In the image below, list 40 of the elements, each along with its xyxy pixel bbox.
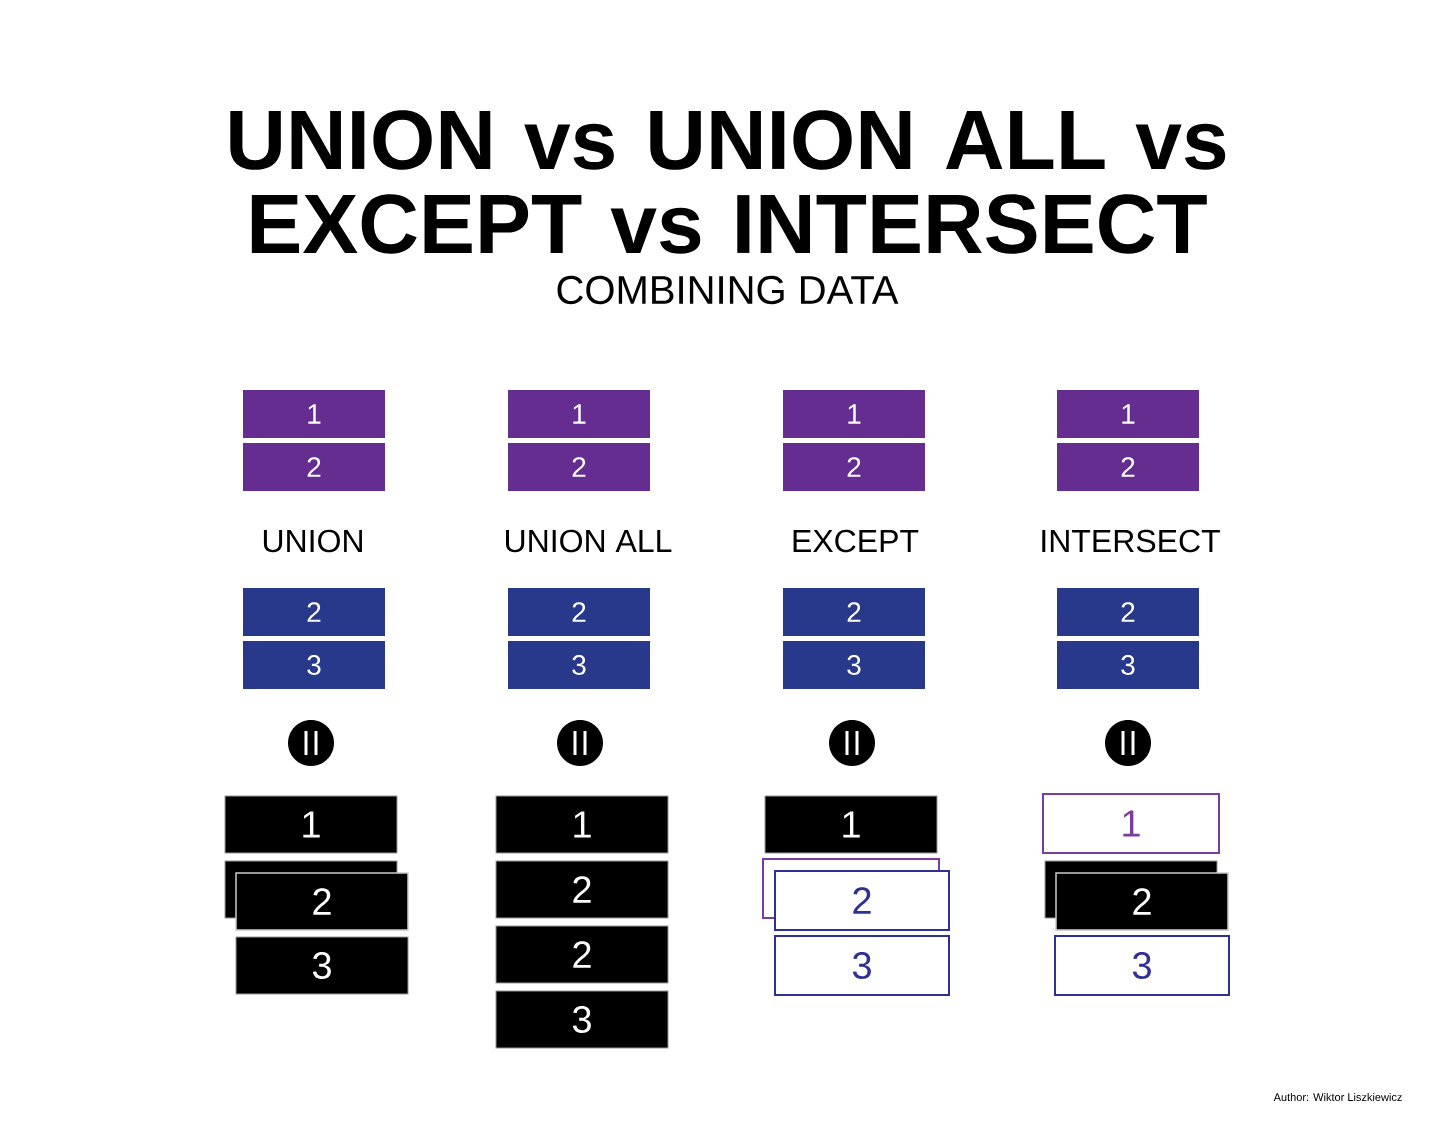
equals-circle bbox=[288, 720, 334, 766]
number-box: 1 bbox=[243, 390, 385, 438]
number-box: 2 bbox=[508, 443, 650, 491]
number-box: 1 bbox=[1057, 390, 1199, 438]
number-box: 1 bbox=[783, 390, 925, 438]
number-box: 2 bbox=[495, 860, 669, 919]
number-box: 2 bbox=[243, 443, 385, 491]
number-box: 3 bbox=[783, 641, 925, 689]
number-box: 2 bbox=[508, 588, 650, 636]
number-box: 1 bbox=[764, 795, 938, 854]
operator-label: UNION bbox=[263, 529, 362, 553]
title: UNION vs UNION ALL vs EXCEPT vs INTERSECT bbox=[230, 110, 1226, 254]
number-box: 3 bbox=[774, 935, 950, 996]
number-box: 2 bbox=[1057, 588, 1199, 636]
number-box: 3 bbox=[1054, 935, 1230, 996]
number-box: 1 bbox=[495, 795, 669, 854]
number-box: 2 bbox=[235, 872, 409, 931]
operator-label: INTERSECT bbox=[1042, 529, 1220, 553]
number-box: 2 bbox=[1057, 443, 1199, 491]
author-credit: Author: Wiktor Liszkiewicz bbox=[1273, 1092, 1402, 1102]
number-box: 2 bbox=[774, 870, 950, 931]
number-box: 2 bbox=[783, 588, 925, 636]
number-box: 3 bbox=[1057, 641, 1199, 689]
number-box: 3 bbox=[235, 936, 409, 995]
operator-label: EXCEPT bbox=[793, 529, 919, 553]
operator-label: UNION ALL bbox=[506, 529, 672, 553]
equals-circle bbox=[829, 720, 875, 766]
number-box: 3 bbox=[508, 641, 650, 689]
equals-circle bbox=[1105, 720, 1151, 766]
number-box: 2 bbox=[783, 443, 925, 491]
subtitle: COMBINING DATA bbox=[557, 275, 899, 305]
number-box: 1 bbox=[224, 795, 398, 854]
number-box: 2 bbox=[243, 588, 385, 636]
number-box: 2 bbox=[1055, 872, 1229, 931]
number-box: 1 bbox=[1042, 793, 1220, 854]
equals-circle bbox=[557, 720, 603, 766]
number-box: 1 bbox=[508, 390, 650, 438]
number-box: 3 bbox=[495, 990, 669, 1049]
number-box: 3 bbox=[243, 641, 385, 689]
number-box: 2 bbox=[495, 925, 669, 984]
